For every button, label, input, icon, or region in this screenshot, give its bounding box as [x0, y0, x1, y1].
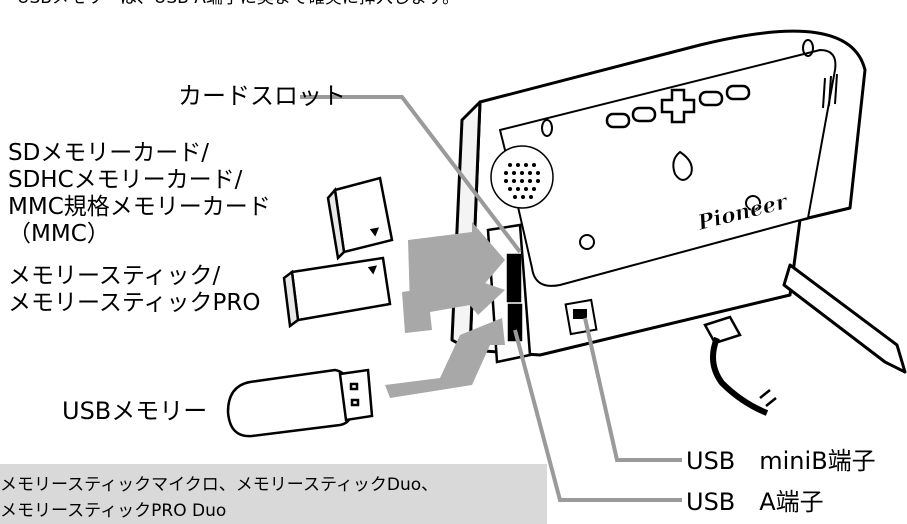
memory-stick-label: メモリースティック/ メモリースティックPRO: [8, 263, 260, 317]
top-note: ・USBメモリーは、USB A端子に奥まで確実に挿入します。: [0, 0, 459, 8]
insert-arrows: [385, 222, 505, 398]
memory-card-label-line: SDHCメモリーカード/: [8, 167, 243, 194]
power-cable: [703, 315, 777, 416]
sd-card-illustration: [326, 176, 394, 261]
stand: [782, 263, 907, 374]
memory-card-label-line: （MMC）: [8, 221, 110, 248]
speaker-grille: [490, 145, 554, 209]
usb-minib-port: [564, 298, 598, 336]
usb-memory-label: USBメモリー: [62, 397, 208, 425]
usb-a-label: USB A端子: [686, 488, 824, 516]
memory-stick-label-line: メモリースティック/: [8, 263, 221, 289]
photo-frame-body: [450, 29, 867, 357]
side-vents: [822, 73, 838, 109]
memory-stick-label-line: メモリースティックPRO: [8, 290, 261, 317]
memory-card-label-line: MMC規格メモリーカード: [8, 194, 271, 221]
memory-card-label-line: SDメモリーカード/: [8, 140, 210, 166]
callout-lines: [300, 95, 682, 502]
screw-holes: [541, 39, 814, 250]
note-line-2: メモリースティックPRO Duo: [0, 501, 227, 521]
memory-card-label: SDメモリーカード/ SDHCメモリーカード/ MMC規格メモリーカード （MM…: [8, 140, 271, 249]
note-line-1: メモリースティックマイクロ、メモリースティックDuo、: [0, 475, 439, 495]
photo-frame-illustration: Pioneer: [226, 29, 907, 502]
usb-memory-illustration: [226, 368, 374, 438]
note-box: メモリースティックマイクロ、メモリースティックDuo、 メモリースティックPRO…: [0, 464, 547, 524]
memory-stick-illustration: [282, 256, 392, 329]
usb-minib-label: USB miniB端子: [686, 447, 876, 475]
control-buttons: [605, 84, 751, 129]
card-slot-label: カードスロット: [178, 82, 346, 110]
